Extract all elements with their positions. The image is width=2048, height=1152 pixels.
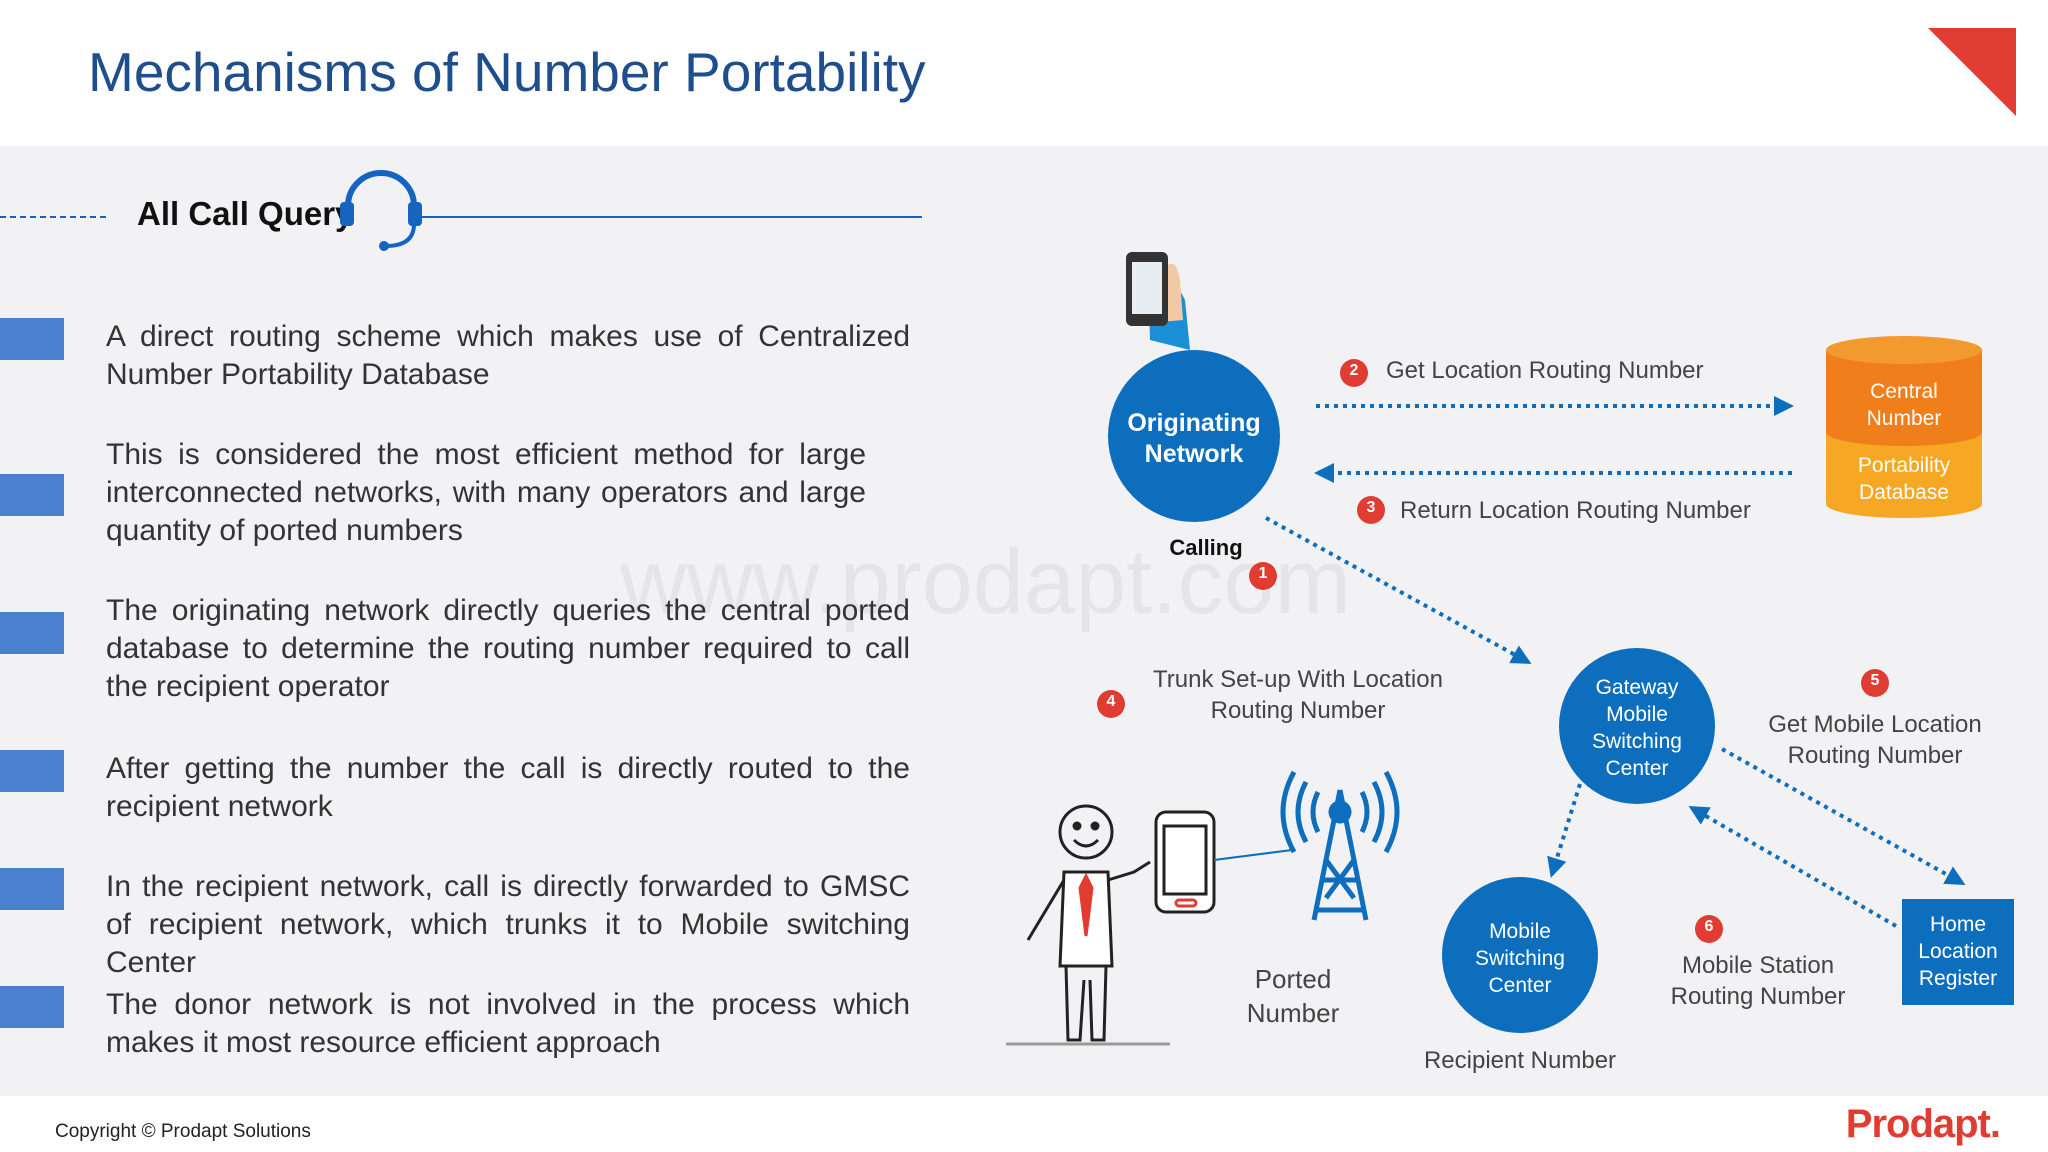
bullet-marker xyxy=(0,868,64,910)
database-top-line1: Central xyxy=(1870,380,1938,403)
database-bottom-line2: Database xyxy=(1859,481,1949,504)
bullet-marker xyxy=(0,612,64,654)
bullet-text: After getting the number the call is dir… xyxy=(106,752,910,823)
arrow-msrn xyxy=(1688,805,1898,928)
return-lrn-label: Return Location Routing Number xyxy=(1400,497,1751,524)
step-badge-4 xyxy=(1097,690,1125,718)
hlr-line2: Location xyxy=(1918,940,1998,963)
bullet-marker xyxy=(0,986,64,1028)
gmsc-label: Gateway Mobile Switching Center xyxy=(1559,674,1715,782)
msc-line1: Mobile xyxy=(1489,920,1551,943)
hlr-line1: Home xyxy=(1929,913,1987,936)
ported-line1: Ported xyxy=(1254,964,1332,994)
watermark: www.prodapt.com xyxy=(620,531,1352,633)
msc-label: Mobile Switching Center xyxy=(1442,918,1598,999)
gmsc-line2: Mobile xyxy=(1606,703,1668,726)
brand-logo: Prodapt. xyxy=(1845,1102,2001,1146)
msrn-label: Mobile Station Routing Number xyxy=(1640,950,1876,1012)
step-badge-6 xyxy=(1695,915,1723,943)
get-mlrn-line1: Get Mobile Location xyxy=(1768,711,1982,738)
trunk-line2: Routing Number xyxy=(1210,697,1386,724)
recipient-number-label: Recipient Number xyxy=(1423,1047,1617,1074)
database-bottom-line1: Portability xyxy=(1857,454,1951,477)
originating-network-label: Originating Network xyxy=(1108,408,1280,470)
database-top-label: Central Number xyxy=(1826,378,1982,432)
bullet-text: In the recipient network, call is direct… xyxy=(106,870,910,979)
arrow-to-msc xyxy=(1547,783,1582,878)
step-number-2: 2 xyxy=(1349,362,1359,379)
bullet-marker xyxy=(0,750,64,792)
msc-node xyxy=(1442,877,1598,1033)
bullet-text: The donor network is not involved in the… xyxy=(106,988,910,1059)
trunk-setup-label: Trunk Set-up With Location Routing Numbe… xyxy=(1130,664,1466,726)
section-underline xyxy=(410,216,922,218)
arrow-calling xyxy=(1265,516,1532,664)
bullet-text: This is considered the most efficient me… xyxy=(106,438,866,547)
step-number-1: 1 xyxy=(1258,565,1268,582)
gmsc-line4: Center xyxy=(1605,757,1669,780)
copyright-text: Copyright © Prodapt Solutions xyxy=(55,1121,311,1142)
step-badge-3 xyxy=(1357,496,1385,524)
central-database-icon xyxy=(1826,336,1982,518)
originating-network-node xyxy=(1108,350,1280,522)
page-title: Mechanisms of Number Portability xyxy=(88,41,926,103)
gmsc-line3: Switching xyxy=(1592,730,1682,753)
ported-line2: Number xyxy=(1246,998,1340,1028)
step-badge-2 xyxy=(1340,359,1368,387)
database-top-line2: Number xyxy=(1866,407,1942,430)
gmsc-node xyxy=(1559,648,1715,804)
antenna-tower-icon xyxy=(1280,770,1400,921)
step-number-6: 6 xyxy=(1704,918,1714,935)
trunk-line1: Trunk Set-up With Location xyxy=(1153,666,1443,693)
headset-icon xyxy=(340,170,422,251)
msc-line3: Center xyxy=(1488,974,1552,997)
hand-phone-icon xyxy=(1126,252,1190,350)
get-mlrn-line2: Routing Number xyxy=(1787,742,1963,769)
corner-triangle-decoration xyxy=(1928,28,2016,116)
msrn-line1: Mobile Station xyxy=(1681,952,1835,979)
hlr-label: Home Location Register xyxy=(1902,911,2014,992)
step-number-3: 3 xyxy=(1366,499,1376,516)
hlr-node xyxy=(1902,899,2014,1005)
hlr-line3: Register xyxy=(1918,967,1998,990)
bullet-text: A direct routing scheme which makes use … xyxy=(106,320,910,391)
step-number-4: 4 xyxy=(1106,693,1116,710)
bullet-marker xyxy=(0,474,64,516)
section-heading: All Call Query xyxy=(137,195,354,232)
section-dashed-line xyxy=(0,216,106,218)
arrow-get-mlrn xyxy=(1721,747,1966,885)
get-mlrn-label: Get Mobile Location Routing Number xyxy=(1740,709,2010,771)
step-number-5: 5 xyxy=(1870,672,1880,689)
bullet-text: The originating network directly queries… xyxy=(106,594,910,703)
originating-line1: Originating xyxy=(1127,409,1261,437)
bullet-marker xyxy=(0,318,64,360)
gmsc-line1: Gateway xyxy=(1595,676,1679,699)
get-lrn-label: Get Location Routing Number xyxy=(1386,357,1704,384)
msrn-line2: Routing Number xyxy=(1670,983,1846,1010)
ported-number-label: Ported Number xyxy=(1222,962,1364,1030)
database-bottom-label: Portability Database xyxy=(1826,452,1982,506)
person-with-phone-icon xyxy=(1006,804,1293,1046)
calling-label: Calling xyxy=(1169,535,1243,560)
step-badge-5 xyxy=(1861,669,1889,697)
step-badge-1 xyxy=(1249,562,1277,590)
originating-line2: Network xyxy=(1144,440,1244,468)
msc-line2: Switching xyxy=(1475,947,1565,970)
